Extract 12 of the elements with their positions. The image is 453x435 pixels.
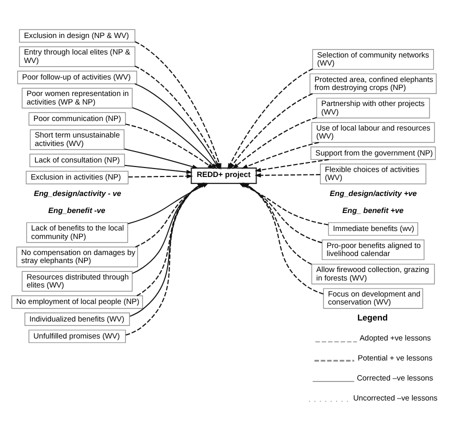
arrow: [241, 142, 319, 169]
arrow: [124, 148, 198, 169]
arrow: [229, 93, 313, 170]
arrow: [128, 174, 193, 178]
arrow: [254, 173, 320, 178]
arrow: [254, 159, 329, 172]
arrow: [132, 107, 217, 170]
arrow: [228, 68, 313, 170]
arrow: [232, 116, 317, 170]
label: Legend: [357, 312, 388, 323]
arrow: [124, 164, 192, 174]
arrow: [125, 124, 214, 169]
